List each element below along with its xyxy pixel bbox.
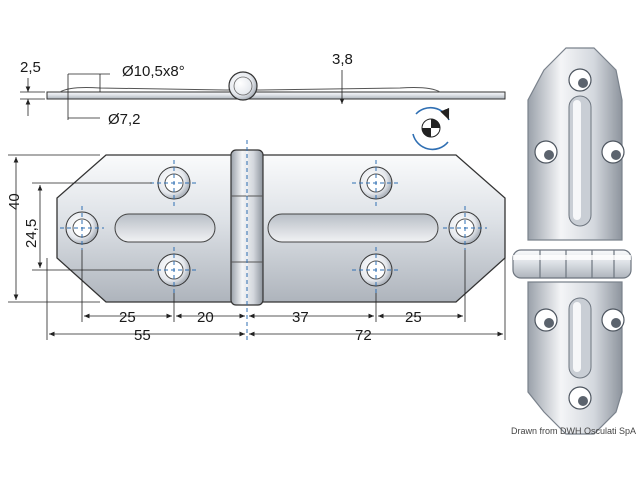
dim-hole-diameter: Ø7,2 <box>108 111 141 128</box>
hinge-pin-side <box>228 71 258 101</box>
dim-height-total: 40 <box>6 193 23 210</box>
dim-left-to-pin: 20 <box>197 309 214 326</box>
dim-left-leaf-width: 55 <box>134 327 151 344</box>
dim-right-hole-spacing: 25 <box>405 309 422 326</box>
right-slot <box>267 213 439 243</box>
rotation-icon <box>412 107 450 151</box>
hinge-product-image <box>512 47 632 435</box>
dim-right-leaf-width: 72 <box>355 327 372 344</box>
dim-hinge-pin: Ø10,5x8° <box>122 63 185 80</box>
dim-pin-offset: 3,8 <box>332 51 353 68</box>
side-view <box>20 70 506 151</box>
dimension-lines <box>8 154 506 340</box>
dim-height-holes: 24,5 <box>23 219 40 248</box>
front-view <box>56 140 506 340</box>
knuckle-render <box>512 249 632 279</box>
dim-thickness: 2,5 <box>20 59 41 76</box>
dim-pin-to-right-hole: 37 <box>292 309 309 326</box>
dim-left-hole-spacing: 25 <box>119 309 136 326</box>
left-slot <box>114 213 216 243</box>
credit-text: Drawn from DWH Osculati SpA <box>510 426 636 436</box>
